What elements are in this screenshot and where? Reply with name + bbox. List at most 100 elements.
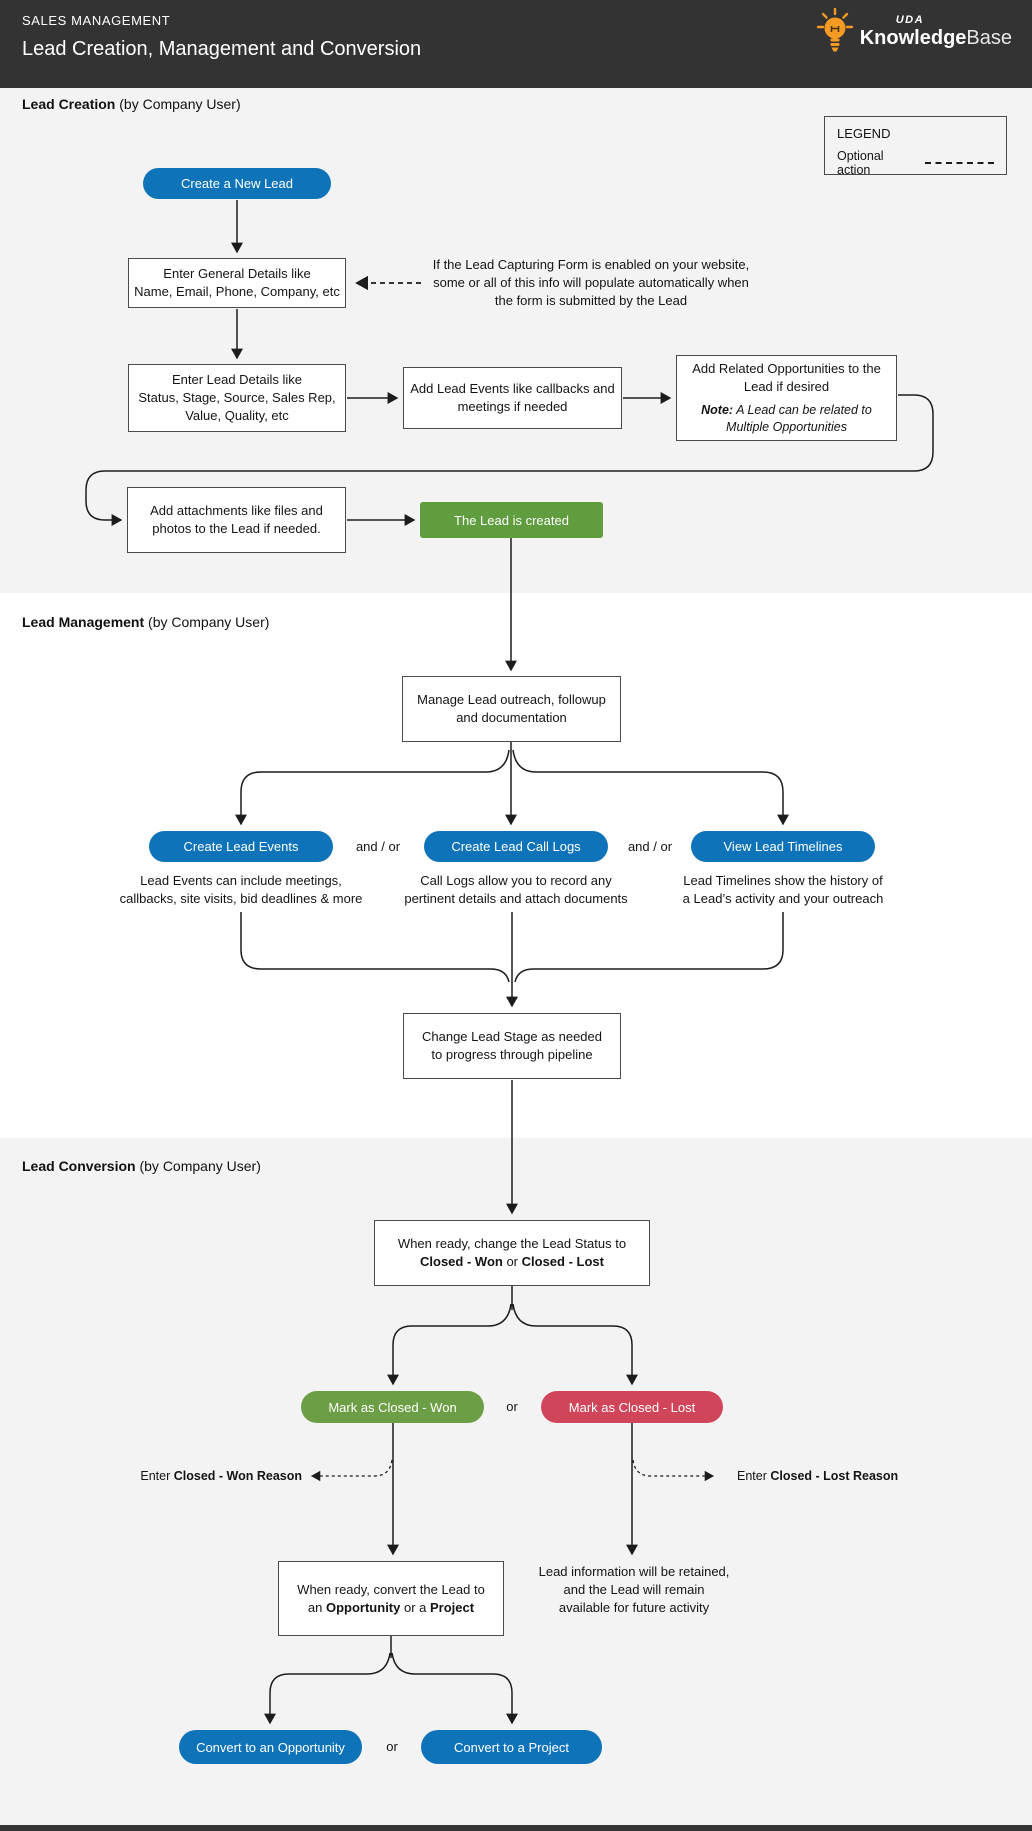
box-line: Add Lead Events like callbacks and xyxy=(410,381,615,396)
convert-project-pill: Convert to a Project xyxy=(421,1730,602,1764)
box-line: Add Related Opportunities to the xyxy=(692,361,881,376)
legend-title: LEGEND xyxy=(837,126,891,141)
attachments-box: Add attachments like files and photos to… xyxy=(127,487,346,553)
box-line: Change Lead Stage as needed xyxy=(422,1029,602,1044)
box-line: Closed - Won or Closed - Lost xyxy=(420,1253,604,1271)
manage-outreach-box: Manage Lead outreach, followup and docum… xyxy=(402,676,621,742)
create-call-logs-pill: Create Lead Call Logs xyxy=(424,831,608,862)
or-text: or xyxy=(502,1254,522,1269)
box-line: Add attachments like files and xyxy=(150,503,323,518)
view-timelines-pill: View Lead Timelines xyxy=(691,831,875,862)
logo-main: KnowledgeBase xyxy=(860,28,1012,48)
note-line: Lead Timelines show the history of xyxy=(683,873,883,888)
note-line: Lead information will be retained, xyxy=(538,1564,730,1579)
mark-won-pill: Mark as Closed - Won xyxy=(301,1391,484,1423)
change-stage-box: Change Lead Stage as needed to progress … xyxy=(403,1013,621,1079)
box-line: Manage Lead outreach, followup xyxy=(417,692,606,707)
sales-kicker: SALES MANAGEMENT xyxy=(22,13,171,28)
won-reason-label: Enter Closed - Won Reason xyxy=(112,1469,302,1483)
lead-created-box: The Lead is created xyxy=(420,502,603,538)
section-title-creation-bold: Lead Creation xyxy=(22,96,116,112)
header-bar: SALES MANAGEMENT Lead Creation, Manageme… xyxy=(0,0,1032,88)
and-or-label: and / or xyxy=(355,839,401,854)
section-title-conversion-sub: (by Company User) xyxy=(139,1158,261,1174)
section-title-management-bold: Lead Management xyxy=(22,614,145,630)
an-text: an xyxy=(307,1599,326,1615)
call-logs-desc: Call Logs allow you to record any pertin… xyxy=(381,872,651,908)
related-opportunities-note: Note: A Lead can be related to Multiple O… xyxy=(701,402,872,436)
legend-optional-label: Optional action xyxy=(837,149,884,177)
note-line: If the Lead Capturing Form is enabled on… xyxy=(432,257,750,272)
note-line: Call Logs allow you to record any xyxy=(420,873,612,888)
lost-reason-label: Enter Closed - Lost Reason xyxy=(737,1469,927,1483)
section-title-management: Lead Management (by Company User) xyxy=(22,614,269,630)
mark-lost-pill: Mark as Closed - Lost xyxy=(541,1391,723,1423)
note-line: a Lead’s activity and your outreach xyxy=(682,891,884,906)
box-line: Value, Quality, etc xyxy=(185,408,289,423)
or-label: or xyxy=(506,1399,518,1414)
box-line: When ready, convert the Lead to xyxy=(297,1581,485,1597)
note-line: available for future activity xyxy=(558,1600,710,1615)
timelines-desc: Lead Timelines show the history of a Lea… xyxy=(648,872,918,908)
related-opportunities-box: Add Related Opportunities to the Lead if… xyxy=(676,355,897,441)
project-text: Project xyxy=(430,1599,475,1615)
section-title-creation-sub: (by Company User) xyxy=(119,96,241,112)
note-line: Lead Events can include meetings, xyxy=(140,873,342,888)
note-line: the form is submitted by the Lead xyxy=(494,293,688,308)
opportunity-text: Opportunity xyxy=(325,1599,401,1615)
knowledgebase-logo: UDA KnowledgeBase xyxy=(816,8,1012,54)
label-bold: Closed - Lost Reason xyxy=(770,1469,899,1483)
box-line: meetings if needed xyxy=(457,399,568,414)
box-line: an Opportunity or a Project xyxy=(308,1599,474,1617)
box-line: and documentation xyxy=(456,710,567,725)
logo-uda: UDA xyxy=(895,13,925,26)
box-line: Name, Email, Phone, Company, etc xyxy=(134,284,340,299)
note-line: Multiple Opportunities xyxy=(726,420,847,434)
legend-row: Optional action xyxy=(837,149,994,177)
retained-note: Lead information will be retained, and t… xyxy=(508,1563,760,1617)
closed-lost-text: Closed - Lost xyxy=(521,1254,604,1269)
box-line: photos to the Lead if needed. xyxy=(152,521,321,536)
logo-knowledge: Knowledge xyxy=(859,26,967,49)
logo-base: Base xyxy=(966,26,1012,49)
status-change-box: When ready, change the Lead Status to Cl… xyxy=(374,1220,650,1286)
label-prefix: Enter xyxy=(140,1469,174,1483)
section-title-conversion: Lead Conversion (by Company User) xyxy=(22,1158,261,1174)
page-title: Lead Creation, Management and Conversion xyxy=(22,38,422,60)
label-bold: Closed - Won Reason xyxy=(173,1469,302,1483)
and-or-label: and / or xyxy=(627,839,673,854)
lead-details-box: Enter Lead Details like Status, Stage, S… xyxy=(128,364,346,432)
lightbulb-icon xyxy=(816,8,853,52)
note-line: and the Lead will remain xyxy=(563,1582,705,1597)
capture-form-note: If the Lead Capturing Form is enabled on… xyxy=(421,256,761,310)
box-line: Lead if desired xyxy=(743,379,830,394)
events-desc: Lead Events can include meetings, callba… xyxy=(106,872,376,908)
box-line: Enter General Details like xyxy=(163,266,311,281)
section-title-creation: Lead Creation (by Company User) xyxy=(22,96,241,112)
note-line: callbacks, site visits, bid deadlines & … xyxy=(119,891,363,906)
section-title-management-sub: (by Company User) xyxy=(148,614,270,630)
or-a-text: or a xyxy=(400,1599,430,1615)
note-line: some or all of this info will populate a… xyxy=(433,275,749,290)
box-line: Enter Lead Details like xyxy=(171,372,303,387)
footer-bar xyxy=(0,1825,1032,1831)
create-new-lead-pill: Create a New Lead xyxy=(143,168,331,199)
label-prefix: Enter xyxy=(737,1469,771,1483)
section-title-conversion-bold: Lead Conversion xyxy=(22,1158,136,1174)
box-line: to progress through pipeline xyxy=(431,1047,593,1062)
legend-box: LEGEND Optional action xyxy=(824,116,1007,177)
create-lead-events-pill: Create Lead Events xyxy=(149,831,333,862)
logo-text: UDA KnowledgeBase xyxy=(860,13,1012,48)
note-label: Note: xyxy=(701,403,734,417)
note-line: A Lead can be related to xyxy=(733,403,872,417)
convert-or-label: or xyxy=(386,1739,398,1754)
closed-won-text: Closed - Won xyxy=(420,1254,503,1269)
legend-dashed-sample xyxy=(924,162,994,164)
convert-opportunity-pill: Convert to an Opportunity xyxy=(179,1730,362,1764)
convert-box: When ready, convert the Lead to an Oppor… xyxy=(278,1561,504,1636)
box-line: When ready, change the Lead Status to xyxy=(397,1236,627,1251)
note-line: pertinent details and attach documents xyxy=(404,891,628,906)
general-details-box: Enter General Details like Name, Email, … xyxy=(128,258,346,308)
box-line: Status, Stage, Source, Sales Rep, xyxy=(138,390,336,405)
lead-events-box: Add Lead Events like callbacks and meeti… xyxy=(403,367,622,429)
